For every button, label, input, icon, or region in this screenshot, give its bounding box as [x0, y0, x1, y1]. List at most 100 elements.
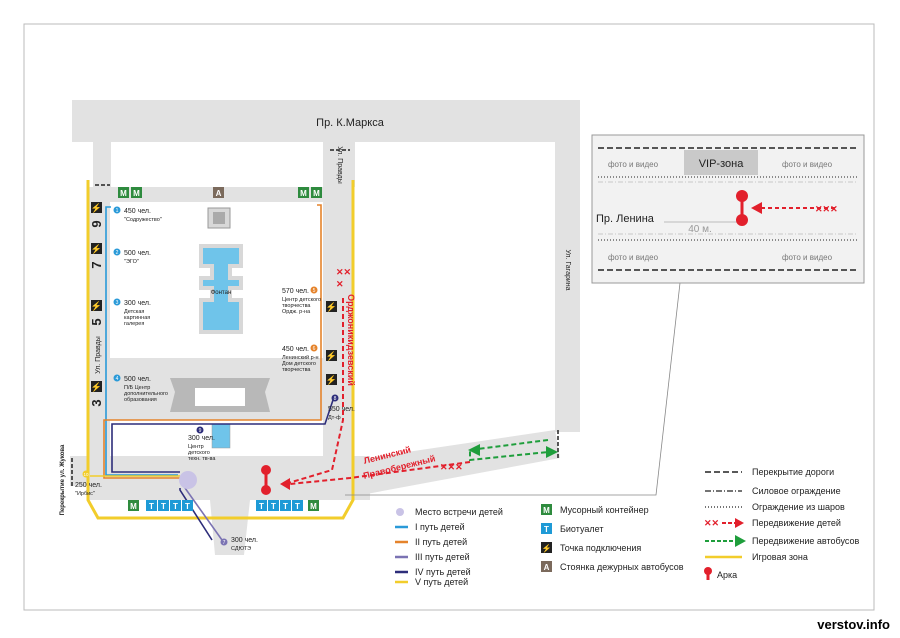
legend-trash: Мусорный контейнер — [560, 505, 649, 515]
svg-text:✕✕✕: ✕✕✕ — [815, 204, 838, 214]
svg-text:⚡: ⚡ — [326, 301, 337, 313]
svg-text:галерея: галерея — [124, 321, 144, 327]
svg-text:Детская: Детская — [124, 309, 144, 315]
svg-text:A: A — [544, 563, 550, 572]
fountain: Фонтан — [199, 244, 243, 334]
svg-text:✕✕: ✕✕ — [336, 267, 351, 277]
marker-10: 10 250 чел. "Ирбис" — [75, 470, 102, 497]
vip-inset: VIP-зона фото и видео фото и видео фото … — [591, 134, 865, 284]
square-building-inner — [195, 388, 245, 406]
legend-meeting: Место встречи детей — [415, 507, 503, 517]
children-cross-marks: ✕✕ ✕ ✕✕✕ — [336, 267, 463, 472]
svg-text:7: 7 — [223, 540, 226, 546]
svg-text:550 чел.: 550 чел. — [328, 406, 355, 413]
bus-arrow-2 — [468, 444, 480, 456]
svg-text:5: 5 — [313, 288, 316, 294]
road-zhukova — [70, 456, 90, 486]
svg-text:техн. тв-ва: техн. тв-ва — [188, 456, 216, 462]
svg-text:M: M — [130, 502, 137, 511]
svg-text:Ленинский р-н: Ленинский р-н — [282, 354, 319, 361]
zone-number-7: 7 — [89, 261, 104, 268]
legend-path-2: II путь детей — [415, 537, 467, 547]
legend-toilet: Биотуалет — [560, 524, 603, 534]
zone-number-3: 3 — [89, 399, 104, 406]
legend-path-5: V путь детей — [415, 577, 468, 587]
arch-main — [261, 465, 271, 495]
svg-text:Дт-ф: Дт-ф — [328, 415, 341, 421]
inset-connector — [345, 282, 681, 496]
road-marx — [72, 100, 580, 142]
svg-text:детского: детского — [188, 450, 210, 456]
svg-text:дополнительного: дополнительного — [124, 391, 168, 397]
svg-text:картинная: картинная — [124, 315, 150, 321]
marker-9: 9 300 чел. Центр детского техн. тв-ва — [188, 426, 216, 462]
legend-path-3: III путь детей — [415, 552, 470, 562]
monument-inner — [213, 212, 225, 224]
svg-text:T: T — [161, 502, 166, 511]
svg-text:M: M — [543, 506, 550, 515]
street-gagarina: Ул. Гагарина — [564, 249, 571, 290]
legend-power-fence: Силовое ограждение — [752, 486, 841, 496]
svg-text:T: T — [185, 502, 190, 511]
svg-text:M: M — [313, 189, 320, 198]
svg-text:Ордж. р-на: Ордж. р-на — [282, 309, 311, 315]
marker-8: 8 550 чел. Дт-ф — [328, 394, 355, 421]
svg-text:300 чел.: 300 чел. — [231, 537, 258, 544]
svg-text:570 чел.: 570 чел. — [282, 288, 309, 295]
svg-text:M: M — [300, 189, 307, 198]
svg-text:"Ирбис": "Ирбис" — [75, 491, 95, 497]
legend-road-closure: Перекрытие дороги — [752, 467, 834, 477]
zone-number-9: 9 — [89, 220, 104, 227]
svg-text:A: A — [216, 189, 222, 198]
marker-2: 2 500 чел. "ЭГО" — [113, 248, 151, 265]
vip-zone-label: VIP-зона — [699, 158, 745, 170]
path-1 — [105, 206, 178, 476]
legend-power: Точка подключения — [560, 543, 641, 553]
street-pravdy-top: Ул. Правды — [336, 146, 343, 184]
svg-text:10: 10 — [83, 472, 89, 477]
svg-text:⚡: ⚡ — [91, 202, 102, 214]
road-left-top — [93, 142, 111, 187]
svg-text:✕: ✕ — [336, 279, 344, 289]
legend-left: Место встречи детей I путь детей II путь… — [395, 507, 503, 587]
photo-label-4: фото и видео — [782, 253, 833, 262]
svg-text:M: M — [310, 502, 317, 511]
svg-text:⚡: ⚡ — [91, 300, 102, 312]
svg-text:"ЭГО": "ЭГО" — [124, 259, 139, 265]
svg-text:2: 2 — [116, 250, 119, 256]
svg-text:M: M — [133, 189, 140, 198]
svg-text:T: T — [283, 502, 288, 511]
svg-text:M: M — [120, 189, 127, 198]
legend-path-1: I путь детей — [415, 522, 465, 532]
bottom-facilities: M T T T T T T T T M — [128, 500, 319, 511]
svg-text:3: 3 — [116, 300, 119, 306]
zone-numbers: 9 7 5 3 — [89, 220, 104, 406]
svg-text:образования: образования — [124, 397, 157, 403]
legend-middle: M Мусорный контейнер T Биотуалет ⚡ Точка… — [541, 504, 684, 572]
svg-text:T: T — [544, 525, 549, 534]
legend-play-zone: Игровая зона — [752, 552, 808, 562]
power-points: ⚡ ⚡ ⚡ ⚡ ⚡ ⚡ ⚡ — [91, 202, 337, 393]
bus-arrow — [546, 446, 558, 458]
marker-5: 5 570 чел. Центр детского творчества Орд… — [282, 286, 321, 315]
svg-text:8: 8 — [334, 396, 337, 402]
photo-label-3: фото и видео — [608, 253, 659, 262]
svg-text:500 чел.: 500 чел. — [124, 250, 151, 257]
photo-label-1: фото и видео — [608, 160, 659, 169]
legend-bus-parking: Стоянка дежурных автобусов — [560, 562, 684, 572]
children-paths — [90, 204, 334, 541]
svg-text:300 чел.: 300 чел. — [188, 435, 215, 442]
svg-text:СДЮТЭ: СДЮТЭ — [231, 546, 251, 552]
svg-text:✕✕: ✕✕ — [704, 518, 719, 528]
closures — [71, 149, 559, 486]
svg-text:Центр детского: Центр детского — [282, 297, 321, 303]
play-zone — [86, 180, 355, 520]
marker-4: 4 500 чел. П/Б Центр дополнительного обр… — [113, 374, 168, 403]
svg-text:T: T — [149, 502, 154, 511]
svg-text:творчества: творчества — [282, 367, 311, 373]
map-frame — [23, 23, 875, 611]
bus-parking: A — [213, 187, 224, 198]
svg-text:Центр: Центр — [188, 444, 204, 450]
roads — [70, 100, 580, 555]
